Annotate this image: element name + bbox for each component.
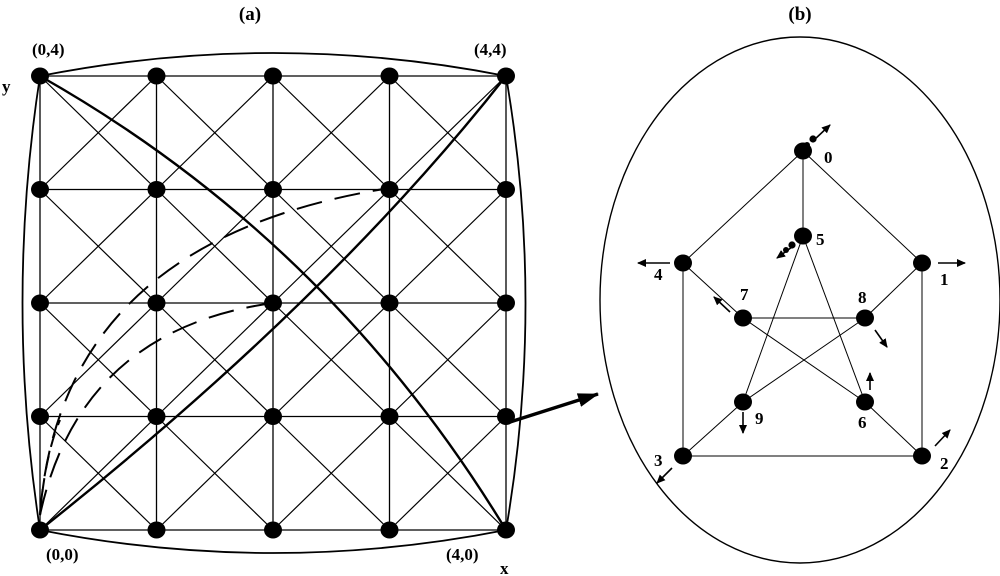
petersen-node-label: 0 — [824, 148, 833, 167]
node-trail-dot — [783, 247, 789, 253]
grid-node — [264, 521, 282, 539]
node-force-arrow — [813, 124, 831, 141]
petersen-node-label: 4 — [654, 265, 663, 284]
grid-node — [380, 294, 399, 312]
corner-label-top-left: (0,4) — [32, 40, 65, 59]
petersen-node-label: 3 — [654, 451, 663, 470]
petersen-edge — [682, 401, 744, 457]
grid-node — [147, 294, 166, 312]
petersen-graph: 0 1 2 3 4 5 6 7 8 9 — [637, 124, 966, 484]
grid-edge-diagonal — [389, 302, 507, 417]
grid-node — [31, 408, 49, 425]
node-force-arrow — [656, 467, 673, 484]
grid-node — [31, 294, 49, 312]
grid-edge-diagonal — [156, 189, 274, 304]
grid-node — [380, 408, 399, 425]
long-range-link-dashed-3 — [39, 419, 61, 516]
petersen-node-label: 1 — [940, 270, 949, 289]
long-range-link-dashed-1 — [39, 187, 391, 516]
petersen-edge — [682, 262, 744, 319]
grid-edge-diagonal — [156, 416, 274, 531]
grid-edge-diagonal — [389, 416, 507, 531]
grid-edge-diagonal — [272, 302, 390, 417]
grid-node — [497, 67, 515, 85]
zoom-circle — [599, 36, 1000, 564]
grid-node — [380, 181, 399, 198]
grid-node — [31, 181, 49, 198]
petersen-node — [856, 309, 874, 327]
petersen-edge — [864, 401, 923, 457]
grid-edge-diagonal — [156, 302, 274, 417]
grid-node — [380, 521, 399, 539]
petersen-edge — [742, 235, 804, 403]
grid-node — [497, 521, 515, 539]
grid-node — [147, 408, 166, 425]
petersen-node-label: 5 — [816, 230, 825, 249]
long-range-link-dashed-2 — [39, 302, 274, 516]
petersen-node-label: 6 — [858, 413, 867, 432]
zoom-arrow — [509, 392, 599, 424]
y-axis-label: y — [2, 77, 11, 96]
grid-edge-diagonal — [39, 75, 157, 190]
node-trail-dot — [809, 135, 817, 143]
node-force-arrow — [874, 329, 888, 348]
grid-node — [147, 67, 166, 85]
node-force-arrow — [713, 296, 731, 313]
petersen-node — [674, 447, 692, 465]
petersen-node — [913, 447, 931, 465]
petersen-node — [674, 254, 692, 272]
node-force-arrow — [934, 429, 951, 447]
petersen-edge — [682, 150, 804, 264]
grid-edge-diagonal — [156, 75, 274, 190]
grid-edge-diagonal — [389, 75, 507, 190]
panel-a-label: (a) — [239, 4, 261, 25]
grid-node — [31, 521, 49, 539]
petersen-edge — [864, 262, 923, 319]
corner-label-bottom-right: (4,0) — [446, 545, 479, 564]
panel-b-label: (b) — [788, 4, 811, 25]
petersen-node — [794, 142, 812, 160]
grid-node — [147, 521, 166, 539]
petersen-node-label: 8 — [858, 288, 867, 307]
petersen-node-label: 9 — [755, 409, 764, 428]
node-trail-dot — [788, 241, 796, 249]
grid-node — [147, 181, 166, 198]
corner-label-top-right: (4,4) — [474, 40, 507, 59]
grid-edge-diagonal — [272, 416, 390, 531]
grid-edge-diagonal — [272, 189, 390, 304]
grid-node — [264, 67, 282, 85]
petersen-edge — [802, 150, 923, 264]
grid-edge-diagonal — [39, 302, 157, 417]
grid-node — [497, 181, 515, 198]
petersen-node — [913, 254, 931, 272]
grid-edge-diagonal — [389, 189, 507, 304]
grid-edge-diagonal — [39, 189, 157, 304]
petersen-node-label: 2 — [940, 454, 949, 473]
grid-nodes — [31, 67, 515, 539]
petersen-edge — [802, 235, 866, 403]
grid-node — [264, 181, 282, 198]
grid-node — [31, 67, 49, 85]
petersen-edge — [742, 317, 866, 403]
grid-node — [264, 294, 282, 312]
long-range-link-solid-2 — [39, 74, 508, 531]
grid-graph — [21, 52, 527, 554]
grid-edges — [39, 75, 507, 531]
petersen-node — [734, 393, 752, 411]
petersen-node-label: 7 — [740, 285, 749, 304]
grid-node — [380, 67, 399, 85]
grid-edge-diagonal — [272, 75, 390, 190]
petersen-node — [734, 309, 752, 327]
grid-edge-diagonal — [39, 416, 157, 531]
grid-node — [264, 408, 282, 425]
long-range-link-solid-1 — [39, 75, 507, 531]
grid-node — [497, 294, 515, 312]
petersen-node — [794, 227, 812, 245]
corner-label-bottom-left: (0,0) — [46, 545, 79, 564]
petersen-node — [856, 393, 874, 411]
x-axis-label: x — [500, 559, 509, 576]
